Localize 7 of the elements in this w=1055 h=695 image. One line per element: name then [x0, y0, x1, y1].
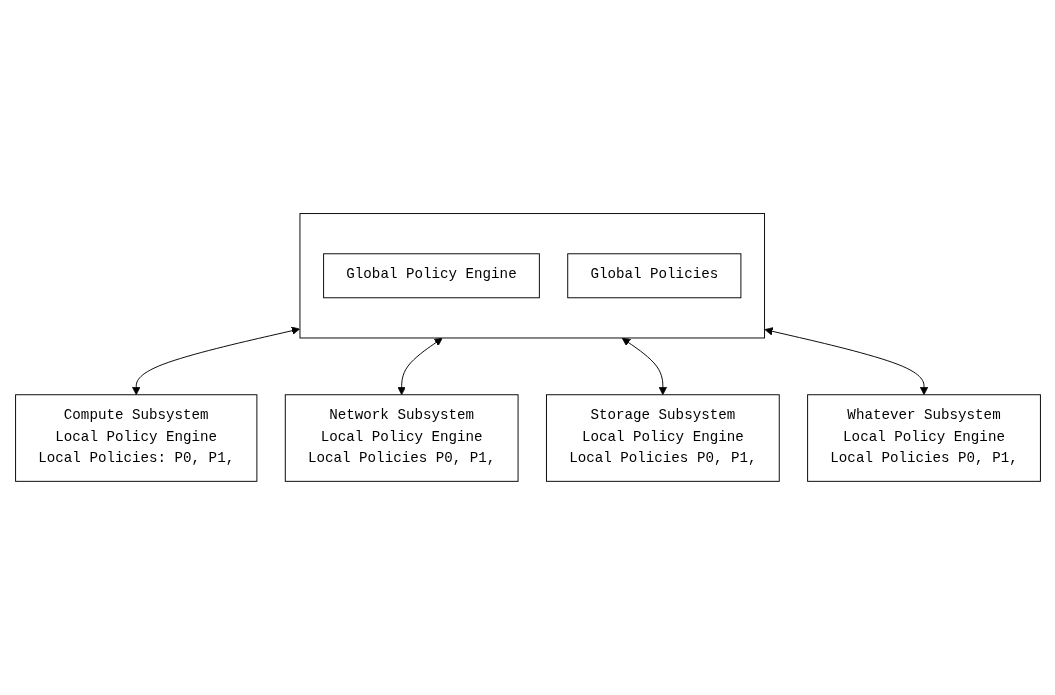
node-box: Compute Subsystem Local Policy Engine Local Policies: P0, P1,	[14, 394, 257, 482]
node-box: Network Subsystem Local Policy Engine Local Policies P0, P1,	[284, 394, 519, 482]
node-box: Global Policy Engine	[322, 253, 540, 299]
node-box: Whatever Subsystem Local Policy Engine Local Policies P0, P1,	[806, 394, 1041, 482]
node-box: Storage Subsystem Local Policy Engine Local Policies P0, P1,	[545, 394, 780, 482]
node-box: Global Policies	[566, 253, 741, 299]
cluster	[298, 213, 765, 339]
